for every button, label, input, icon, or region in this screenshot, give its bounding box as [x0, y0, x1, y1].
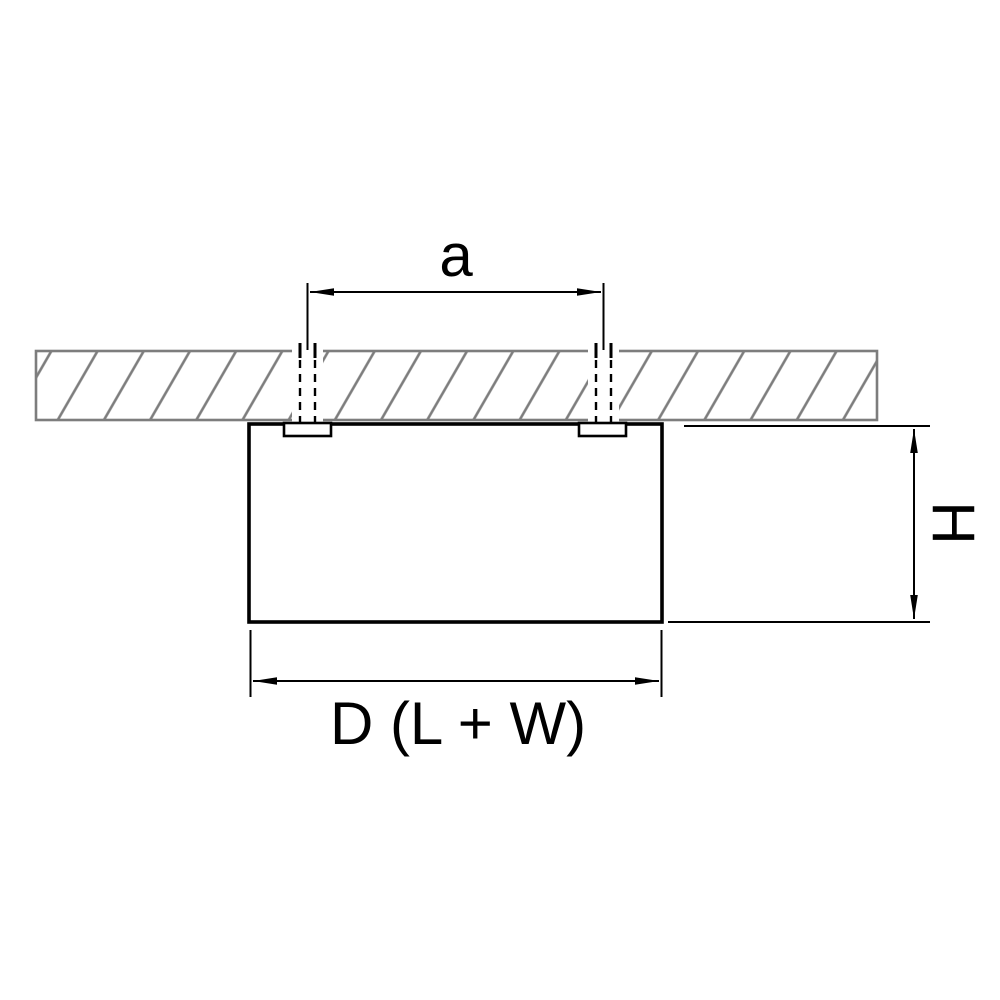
screw-hole-gap-left	[292, 349, 323, 422]
dimension-h: H	[668, 425, 987, 623]
dimension-a-label: a	[439, 222, 473, 289]
fixture-body	[247, 422, 664, 624]
ceiling-slab-hatch	[34, 349, 879, 422]
dimension-a: a	[306, 222, 605, 350]
dimension-d: D (L + W)	[249, 630, 663, 757]
mounting-tab-left	[282, 421, 333, 438]
mounting-tab-right	[577, 421, 628, 438]
screw-hole-gap-right	[588, 349, 619, 422]
ceiling-slab	[34, 349, 879, 422]
dimension-h-label: H	[920, 501, 987, 544]
dimension-d-label: D (L + W)	[330, 690, 586, 757]
screw-right	[594, 343, 613, 424]
screw-left	[298, 343, 317, 424]
